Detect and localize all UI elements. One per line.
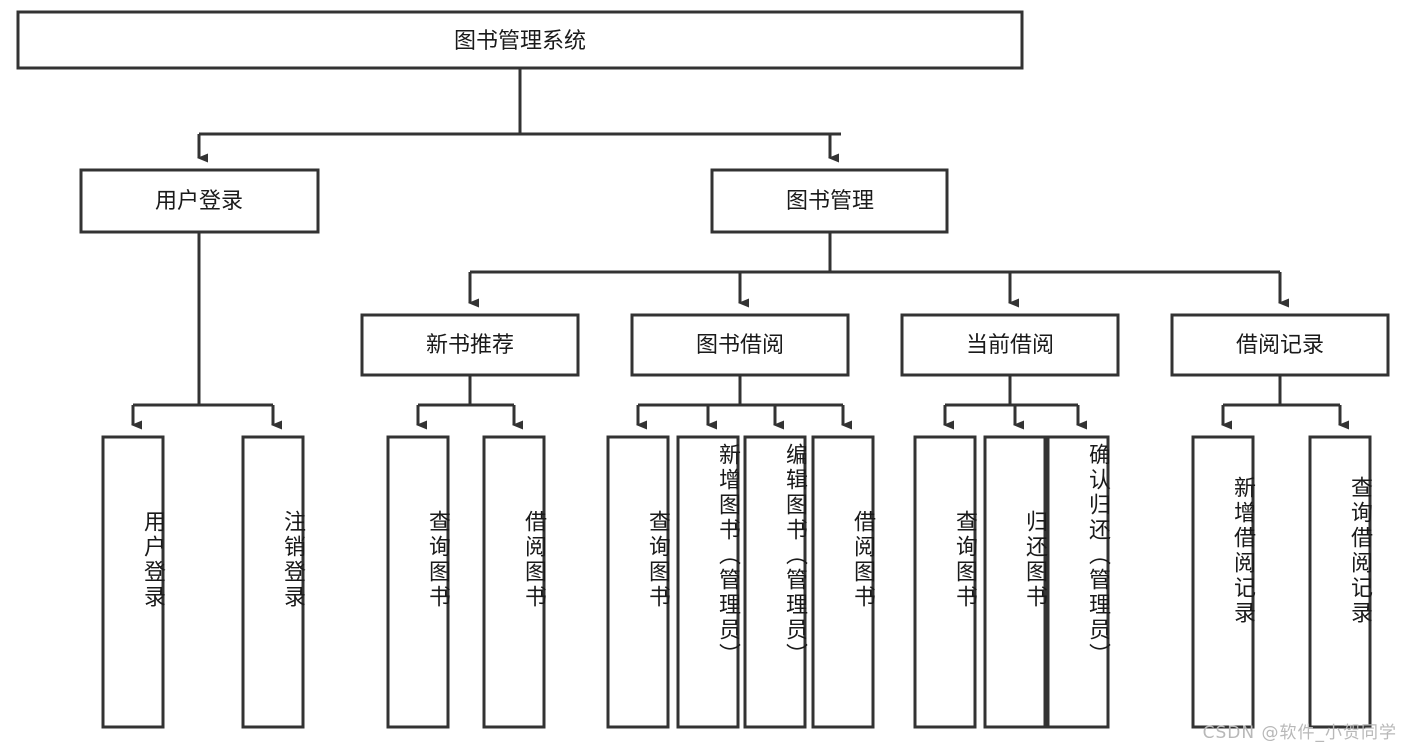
- node-borrow-record[interactable]: 借阅记录: [1170, 313, 1390, 377]
- node-book-borrow-box: [630, 313, 850, 377]
- node-book-management-box: [710, 168, 949, 234]
- node-root-label: 图书管理系统: [454, 29, 586, 54]
- connector-group-borrow-book: [636, 375, 852, 430]
- connector-group-root: [197, 68, 841, 163]
- leaf-box-confirm-return-admin[interactable]: [1046, 435, 1110, 729]
- node-book-management[interactable]: 图书管理: [710, 168, 949, 234]
- leaf-boxes: [101, 435, 1372, 729]
- leaf-box-query-borrow-record[interactable]: [1308, 435, 1372, 729]
- node-current-borrow-label: 当前借阅: [966, 333, 1054, 358]
- connector-group-borrow-record: [1221, 375, 1349, 430]
- leaf-box-query-book-borrow[interactable]: [606, 435, 670, 729]
- leaf-box-edit-book-admin[interactable]: [743, 435, 807, 729]
- node-new-book-recommend[interactable]: 新书推荐: [360, 313, 580, 377]
- leaf-box-query-book-recommend[interactable]: [386, 435, 450, 729]
- leaf-box-add-borrow-record[interactable]: [1191, 435, 1255, 729]
- node-borrow-record-box: [1170, 313, 1390, 377]
- node-new-book-recommend-box: [360, 313, 580, 377]
- node-current-borrow[interactable]: 当前借阅: [900, 313, 1120, 377]
- connector-group-current-borrow: [943, 375, 1087, 430]
- leaf-box-borrow-book-recommend[interactable]: [482, 435, 546, 729]
- node-book-borrow-label: 图书借阅: [696, 333, 784, 358]
- leaf-box-borrow-book[interactable]: [811, 435, 875, 729]
- leaf-box-user-login[interactable]: [101, 435, 165, 729]
- leaf-box-return-book[interactable]: [983, 435, 1047, 729]
- node-book-management-label: 图书管理: [786, 189, 874, 214]
- watermark-text: CSDN @软件_小贺同学: [1202, 723, 1397, 743]
- node-user-login-label: 用户登录: [155, 189, 243, 214]
- leaf-box-logout[interactable]: [241, 435, 305, 729]
- node-user-login-box: [79, 168, 320, 234]
- node-book-borrow[interactable]: 图书借阅: [630, 313, 850, 377]
- node-current-borrow-box: [900, 313, 1120, 377]
- node-borrow-record-label: 借阅记录: [1236, 333, 1324, 358]
- node-root-box: [16, 10, 1024, 70]
- node-user-login[interactable]: 用户登录: [79, 168, 320, 234]
- connector-group-user-login: [131, 232, 282, 430]
- node-root[interactable]: 图书管理系统: [16, 10, 1024, 70]
- leaf-box-add-book-admin[interactable]: [676, 435, 740, 729]
- node-new-book-recommend-label: 新书推荐: [426, 333, 514, 358]
- connector-group-new-book: [416, 375, 523, 430]
- connector-group-book-mgmt: [468, 232, 1289, 308]
- leaf-box-query-book-current[interactable]: [913, 435, 977, 729]
